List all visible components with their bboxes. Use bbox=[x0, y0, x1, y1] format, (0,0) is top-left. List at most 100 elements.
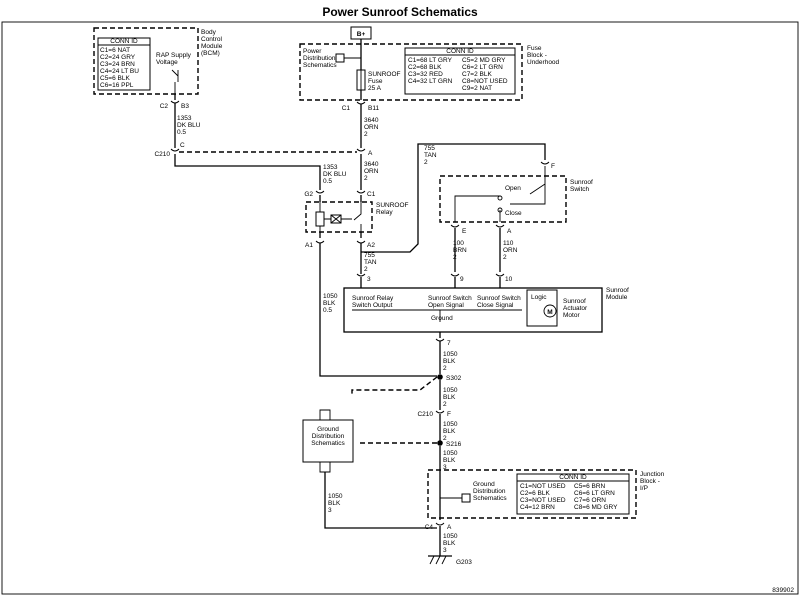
conn-entry: C3=32 RED bbox=[408, 71, 443, 78]
conn-entry: C4=32 LT GRN bbox=[408, 78, 453, 85]
wire-label: TAN bbox=[364, 259, 377, 266]
jb-ground-box bbox=[461, 493, 471, 503]
jb-label: Block - bbox=[640, 478, 660, 485]
wire-label: 1050 bbox=[328, 493, 343, 500]
page-title: Power Sunroof Schematics bbox=[322, 5, 478, 19]
fuse-label: Fuse bbox=[368, 78, 383, 85]
bcm-conn-table bbox=[97, 37, 151, 91]
wire-label: 1050 bbox=[443, 387, 458, 394]
bcm-module bbox=[93, 27, 199, 95]
conn-entry: C2=68 BLK bbox=[408, 64, 442, 71]
pin-label: B11 bbox=[368, 105, 379, 112]
module-pin-desc: Close Signal bbox=[477, 302, 514, 309]
pin-label: 3 bbox=[367, 276, 371, 283]
figure-id: 839902 bbox=[772, 587, 794, 594]
wire-label: 2 bbox=[453, 254, 457, 261]
wire-label: DK BLU bbox=[323, 171, 347, 178]
pin-label: F bbox=[551, 163, 555, 170]
relay-label: Relay bbox=[376, 209, 393, 216]
battery-label: B+ bbox=[357, 31, 366, 38]
wire-label: 0.5 bbox=[177, 129, 186, 136]
wire-label: 2 bbox=[364, 266, 368, 273]
sunroof-switch bbox=[439, 175, 567, 223]
wire-label: 1353 bbox=[177, 115, 192, 122]
switch-open-label: Open bbox=[505, 185, 521, 192]
wire-label: 1050 bbox=[443, 450, 458, 457]
conn-header: CONN ID bbox=[446, 48, 474, 55]
wire-label: 1050 bbox=[443, 533, 458, 540]
actuator-label: Sunroof bbox=[563, 298, 586, 305]
wire-label: BLK bbox=[443, 358, 456, 365]
wire-1050-ground-dist bbox=[324, 472, 437, 529]
logic-block bbox=[526, 289, 558, 327]
jb-ground-label: Schematics bbox=[473, 495, 507, 502]
wire-label: BLK bbox=[443, 540, 456, 547]
pin-label: F bbox=[447, 411, 451, 418]
logic-label: Logic bbox=[531, 294, 547, 301]
fuse-label: SUNROOF bbox=[368, 71, 401, 78]
wire-label: 2 bbox=[443, 365, 447, 372]
conn-entry: C2=6 BLK bbox=[520, 490, 550, 497]
conn-header: CONN ID bbox=[559, 474, 587, 481]
pin-label: C1 bbox=[367, 191, 376, 198]
wire-label: 3640 bbox=[364, 117, 379, 124]
module-ground-label: Ground bbox=[431, 315, 453, 322]
wire-label: 1353 bbox=[323, 164, 338, 171]
conn-entry: C5=2 MD GRY bbox=[462, 57, 506, 64]
wire-label: 2 bbox=[364, 175, 368, 182]
switch-contacts bbox=[454, 184, 546, 222]
power-dist-box bbox=[335, 53, 345, 63]
pin-label: C bbox=[180, 142, 185, 149]
pin-label: A bbox=[507, 228, 512, 235]
bcm-label: Module bbox=[201, 43, 223, 50]
ground-dist-label: Distribution bbox=[312, 433, 345, 440]
conn-entry: C2=24 GRY bbox=[100, 54, 136, 61]
conn-entry: C1=NOT USED bbox=[520, 483, 566, 490]
power-dist-ref: Schematics bbox=[303, 62, 337, 69]
bcm-label: Control bbox=[201, 36, 223, 43]
power-dist-ref: Power bbox=[303, 48, 322, 55]
wire-label: BLK bbox=[328, 500, 341, 507]
conn-entry: C4=24 LT BU bbox=[100, 68, 139, 75]
module-pin-desc: Sunroof Switch bbox=[477, 295, 521, 302]
junction-block-ip bbox=[427, 469, 637, 519]
conn-entry: C1=6 NAT bbox=[100, 47, 130, 54]
conn-entry: C8=6 MD GRY bbox=[574, 504, 618, 511]
splice-s216 bbox=[437, 440, 443, 446]
jb-ground-label: Distribution bbox=[473, 488, 506, 495]
ground-dist-label: Schematics bbox=[311, 440, 345, 447]
wire-label: 755 bbox=[364, 252, 375, 259]
motor-icon bbox=[543, 304, 557, 318]
conn-header: CONN ID bbox=[110, 38, 138, 45]
pin-label: E bbox=[462, 228, 467, 235]
wire-label: TAN bbox=[424, 152, 437, 159]
wire-label: 2 bbox=[443, 401, 447, 408]
wire-label: 3640 bbox=[364, 161, 379, 168]
switch-label: Sunroof bbox=[570, 179, 593, 186]
wire-label: 110 bbox=[503, 240, 514, 247]
wire-label: 755 bbox=[424, 145, 435, 152]
module-label: Sunroof bbox=[606, 287, 629, 294]
wire-label: DK BLU bbox=[177, 122, 201, 129]
pin-label: 9 bbox=[460, 276, 464, 283]
switch-label: Switch bbox=[570, 186, 590, 193]
wire-label: 100 bbox=[453, 240, 464, 247]
power-dist-ref: Distribution bbox=[303, 55, 336, 62]
wire-label: 1050 bbox=[323, 293, 338, 300]
wire-label: 2 bbox=[443, 435, 447, 442]
module-pin-desc: Sunroof Switch bbox=[428, 295, 472, 302]
wire-755-to-switch bbox=[361, 143, 546, 253]
conn-entry: C6=2 LT GRN bbox=[462, 64, 503, 71]
fuse-label: 25 A bbox=[368, 85, 382, 92]
connector-label: C210 bbox=[154, 151, 170, 158]
wire-1353-to-relay bbox=[174, 154, 321, 190]
wire-label: 1050 bbox=[443, 421, 458, 428]
wire-label: 1050 bbox=[443, 351, 458, 358]
conn-entry: C1=68 LT GRY bbox=[408, 57, 453, 64]
pin-label: C1 bbox=[342, 105, 351, 112]
conn-entry: C8=NOT USED bbox=[462, 78, 508, 85]
module-pin-desc: Open Signal bbox=[428, 302, 464, 309]
jb-ground-label: Ground bbox=[473, 481, 495, 488]
pin-label: 7 bbox=[447, 340, 451, 347]
